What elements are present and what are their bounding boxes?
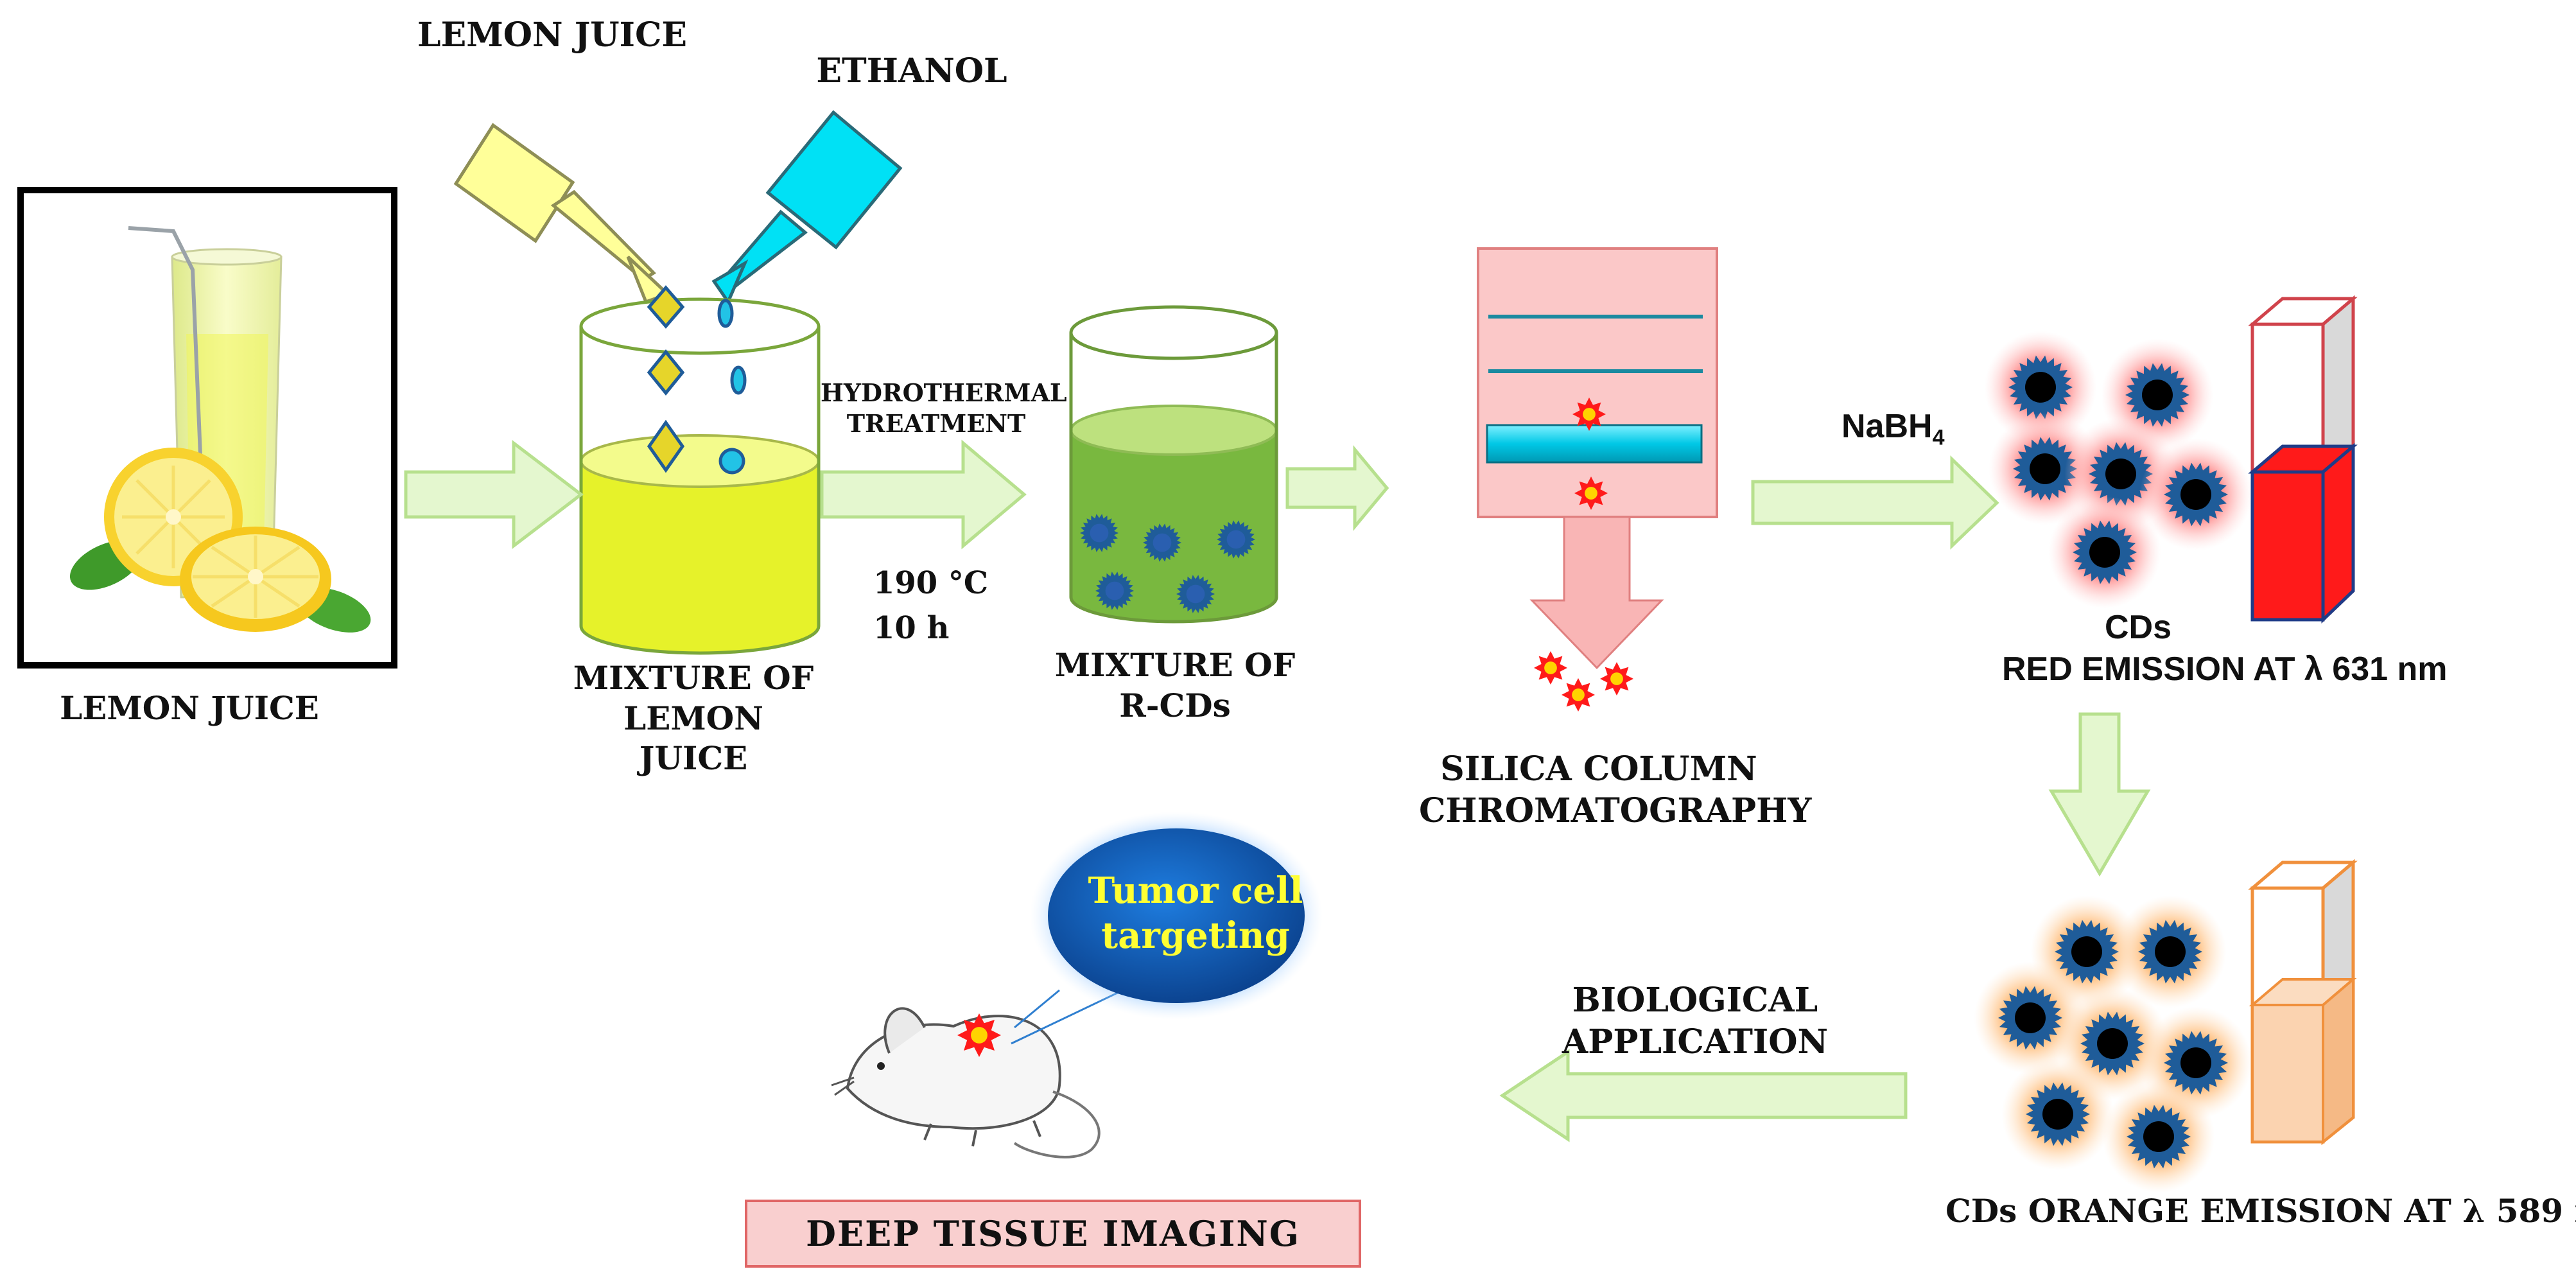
mixture-lemon-line-1: MIXTURE OF [573, 659, 814, 697]
beaker-cd-5 [1176, 575, 1215, 613]
dropper-ethanol-icon [711, 110, 903, 306]
ethanol-label: ETHANOL [816, 51, 1007, 91]
eluted-star-1-center [1544, 661, 1557, 674]
tumor-line-1: Tumor cell [1088, 870, 1303, 912]
mixture-lemon-line-3: JUICE [639, 739, 748, 777]
tumor-line-2: targeting [1101, 914, 1290, 957]
red-emission-cds [1984, 331, 2252, 609]
hydrothermal-line-2: TREATMENT [846, 408, 1026, 438]
biological-label: BIOLOGICAL APPLICATION [1535, 979, 1856, 1063]
eluted-star-2-center [1572, 688, 1585, 701]
cuvette-orange-icon [2248, 859, 2358, 1146]
beaker-cd-2 [1143, 523, 1181, 562]
mouse-illustration [831, 1007, 1101, 1158]
mouse-tumor-star-center [971, 1027, 988, 1044]
lemon-juice-photo-label: LEMON JUICE [60, 689, 319, 727]
tumor-bubble [1048, 828, 1305, 1003]
arrow-photo-to-beaker [404, 439, 584, 550]
hydrothermal-label: HYDROTHERMAL TREATMENT [821, 378, 1067, 439]
lemon-juice-top-label: LEMON JUICE [417, 15, 687, 55]
column-eluted-dots [1534, 398, 1633, 712]
nabh4-subscript: 4 [1932, 425, 1945, 450]
beaker-lemon-mixture [579, 285, 821, 655]
orange-cd-2 [2114, 895, 2227, 1008]
biological-line-2: APPLICATION [1562, 1022, 1829, 1062]
arrow-nabh4 [1751, 455, 1999, 550]
deep-tissue-imaging-label: DEEP TISSUE IMAGING [806, 1213, 1300, 1254]
mixture-rcds-label: MIXTURE OF R-CDs [1027, 645, 1323, 726]
deep-tissue-imaging-box: DEEP TISSUE IMAGING [745, 1200, 1361, 1268]
lemon-juice-photo [17, 187, 397, 669]
orange-cd-6 [2001, 1058, 2114, 1171]
beaker-carbon-dots [1080, 514, 1255, 613]
silica-column-icon [1477, 247, 1718, 670]
mixture-lemon-line-2: LEMON [623, 699, 763, 737]
orange-emission-label: CDs ORANGE EMISSION AT λ 589 nm [1945, 1192, 2576, 1230]
orange-emission-cds [1974, 895, 2252, 1193]
beaker-cd-3 [1217, 520, 1255, 559]
red-emission-label: RED EMISSION AT λ 631 nm [2002, 651, 2448, 688]
process-arrows [404, 439, 2151, 1142]
time-label: 10 h [873, 610, 950, 646]
column-star-1-center [1583, 408, 1596, 421]
beaker-cd-1 [1080, 514, 1118, 552]
cuvette-red-icon [2248, 295, 2358, 624]
silica-line-2: CHROMATOGRAPHY [1419, 791, 1812, 830]
mixture-lemon-label: MIXTURE OF LEMON JUICE [552, 658, 835, 779]
silica-label: SILICA COLUMN CHROMATOGRAPHY [1419, 748, 1812, 832]
cds-red-label: CDs [2104, 609, 2172, 646]
nabh4-main: NaBH [1841, 408, 1933, 445]
arrow-beaker-to-column [1285, 445, 1389, 531]
tumor-site-star [957, 1013, 1001, 1057]
arrow-biological [1499, 1049, 1908, 1142]
mixture-rcds-line-2: R-CDs [1119, 686, 1231, 724]
arrow-red-to-orange [2048, 712, 2151, 877]
tumor-targeting-label: Tumor cell targeting [1061, 868, 1330, 958]
arrow-hydrothermal [820, 439, 1027, 550]
mixture-rcds-line-1: MIXTURE OF [1054, 646, 1296, 684]
column-star-2-center [1585, 487, 1597, 500]
dropper-lemon-icon [453, 123, 671, 304]
eluted-star-3-center [1610, 672, 1623, 685]
temperature-label: 190 °C [873, 565, 989, 601]
biological-line-1: BIOLOGICAL [1572, 981, 1818, 1020]
orange-cd-7 [2102, 1080, 2215, 1193]
red-cd-5 [2139, 438, 2252, 551]
nabh4-label: NaBH4 [1841, 406, 1945, 451]
beaker-cd-4 [1095, 572, 1134, 610]
hydrothermal-line-1: HYDROTHERMAL [821, 378, 1067, 407]
red-cd-1 [1984, 331, 2097, 444]
beaker-rcds-mixture [1069, 305, 1278, 624]
tumor-pointer-line [1014, 989, 1060, 1029]
silica-line-1: SILICA COLUMN [1440, 749, 1757, 789]
red-cd-6 [2048, 496, 2161, 609]
